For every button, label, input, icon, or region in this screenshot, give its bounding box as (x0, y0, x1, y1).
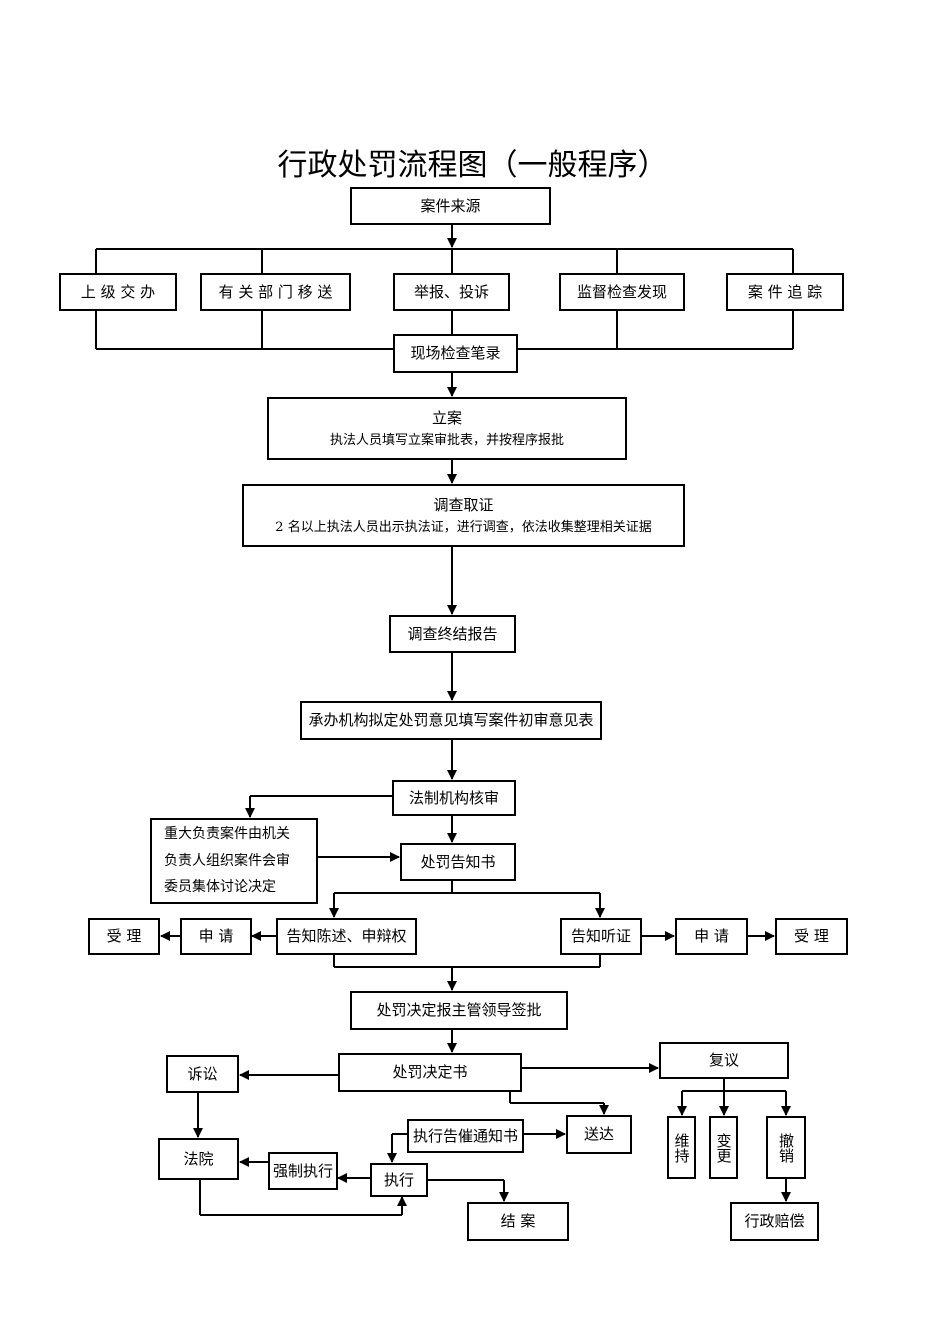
decision-doc-node: 处罚决定书 (338, 1053, 522, 1092)
hearing-notice-node: 告知听证 (560, 918, 642, 955)
filing-title: 立案 (431, 408, 462, 427)
legal-review-node: 法制机构核审 (392, 780, 516, 816)
penalty-notice-node: 处罚告知书 (400, 843, 516, 881)
major-case-line2: 负责人组织案件会审 (164, 852, 290, 869)
court-label: 法院 (183, 1149, 214, 1168)
apply-left-label: 申 请 (198, 927, 234, 946)
accept-left-label: 受 理 (106, 927, 142, 946)
case-tracking-node: 案 件 追 踪 (726, 273, 844, 311)
execution-label: 执行 (383, 1170, 414, 1189)
investigation-report-node: 调查终结报告 (389, 615, 516, 653)
reconsideration-node: 复议 (659, 1042, 789, 1079)
maintain-node: 维持 (667, 1116, 696, 1179)
apply-right-label: 申 请 (694, 927, 729, 946)
compensation-label: 行政赔偿 (744, 1212, 805, 1231)
investigation-desc: 2 名以上执法人员出示执法证，进行调查，依法收集整理相关证据 (275, 519, 652, 535)
case-source-label: 案件来源 (420, 196, 481, 215)
forced-execution-node: 强制执行 (268, 1152, 338, 1190)
filing-desc: 执法人员填写立案审批表，并按程序报批 (329, 432, 564, 448)
right-statement-node: 告知陈述、申辩权 (276, 918, 417, 955)
accept-right-label: 受 理 (794, 927, 829, 946)
hearing-notice-label: 告知听证 (570, 927, 631, 946)
court-node: 法院 (158, 1138, 239, 1180)
case-tracking-label: 案 件 追 踪 (747, 282, 823, 301)
closing-label: 结 案 (500, 1212, 536, 1231)
case-source-node: 案件来源 (350, 187, 551, 225)
superior-assign-label: 上 级 交 办 (80, 282, 156, 301)
delivery-label: 送达 (583, 1125, 614, 1144)
supervision-found-label: 监督检查发现 (576, 282, 667, 301)
litigation-label: 诉讼 (187, 1064, 218, 1083)
penalty-notice-label: 处罚告知书 (420, 852, 496, 871)
major-case-line1: 重大负责案件由机关 (164, 826, 290, 843)
preliminary-opinion-label: 承办机构拟定处罚意见填写案件初审意见表 (308, 711, 594, 730)
report-complaint-label: 举报、投诉 (413, 282, 489, 301)
delivery-node: 送达 (566, 1115, 632, 1154)
apply-left-node: 申 请 (180, 918, 252, 955)
dept-transfer-label: 有 关 部 门 移 送 (218, 282, 333, 301)
apply-right-node: 申 请 (675, 918, 748, 955)
change-label: 变更 (714, 1132, 733, 1163)
superior-assign-node: 上 级 交 办 (59, 273, 177, 311)
onsite-record-label: 现场检查笔录 (410, 344, 501, 363)
investigation-report-label: 调查终结报告 (407, 624, 498, 643)
preliminary-opinion-node: 承办机构拟定处罚意见填写案件初审意见表 (300, 701, 602, 740)
decision-doc-label: 处罚决定书 (392, 1063, 468, 1082)
execution-node: 执行 (370, 1163, 428, 1197)
investigation-title: 调查取证 (433, 495, 494, 514)
accept-right-node: 受 理 (775, 918, 848, 955)
major-case-node: 重大负责案件由机关 负责人组织案件会审 委员集体讨论决定 (150, 818, 318, 904)
litigation-node: 诉讼 (166, 1055, 239, 1093)
revoke-node: 撤销 (766, 1116, 806, 1179)
reconsideration-label: 复议 (708, 1051, 739, 1070)
maintain-label: 维持 (672, 1132, 691, 1163)
closing-node: 结 案 (467, 1202, 569, 1241)
onsite-record-node: 现场检查笔录 (393, 334, 518, 373)
filing-node: 立案 执法人员填写立案审批表，并按程序报批 (267, 397, 627, 460)
forced-execution-label: 强制执行 (272, 1161, 333, 1180)
urge-notice-node: 执行告催通知书 (407, 1119, 524, 1153)
decision-approval-node: 处罚决定报主管领导签批 (350, 991, 568, 1030)
decision-approval-label: 处罚决定报主管领导签批 (376, 1001, 542, 1020)
investigation-node: 调查取证 2 名以上执法人员出示执法证，进行调查，依法收集整理相关证据 (242, 484, 685, 547)
right-statement-label: 告知陈述、申辩权 (286, 927, 407, 946)
legal-review-label: 法制机构核审 (408, 788, 499, 807)
change-node: 变更 (709, 1116, 738, 1179)
urge-notice-label: 执行告催通知书 (412, 1126, 518, 1145)
report-complaint-node: 举报、投诉 (393, 273, 510, 311)
page-title: 行政处罚流程图（一般程序） (277, 148, 668, 183)
supervision-found-node: 监督检查发现 (559, 273, 685, 311)
compensation-node: 行政赔偿 (730, 1202, 819, 1241)
revoke-label: 撤销 (777, 1132, 795, 1163)
accept-left-node: 受 理 (88, 918, 160, 955)
major-case-line3: 委员集体讨论决定 (164, 879, 276, 896)
dept-transfer-node: 有 关 部 门 移 送 (200, 273, 351, 311)
